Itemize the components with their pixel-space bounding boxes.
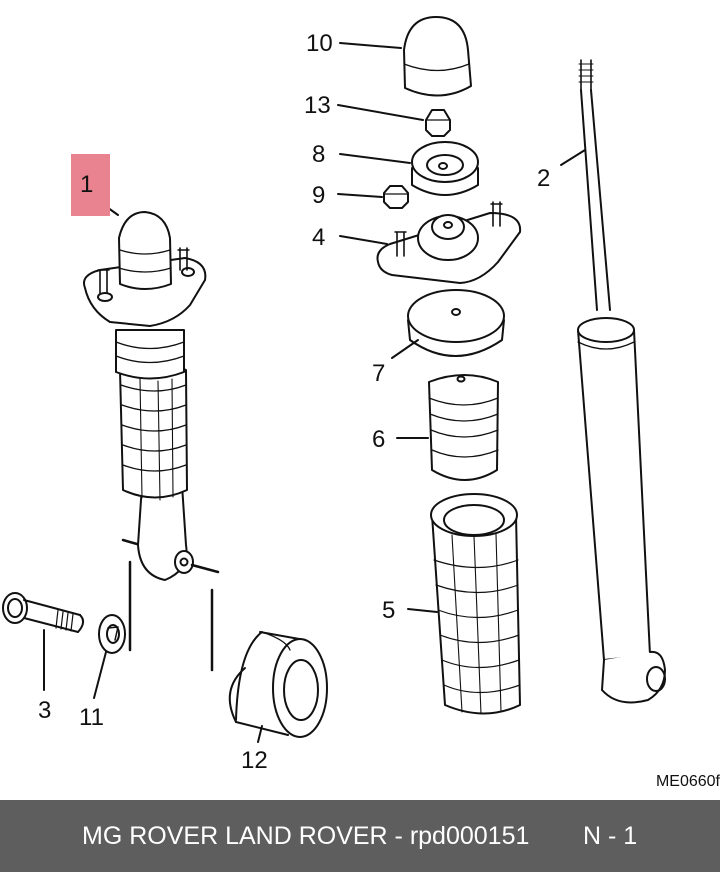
part-1-strut-assembly bbox=[83, 211, 220, 581]
part-5-dust-cover bbox=[430, 493, 521, 715]
callout-3: 3 bbox=[38, 697, 51, 724]
callout-12: 12 bbox=[241, 747, 268, 774]
part-9-nut bbox=[383, 185, 409, 209]
diagram-reference-code: ME0660f bbox=[655, 773, 720, 790]
callout-9: 9 bbox=[312, 182, 325, 209]
callout-6: 6 bbox=[372, 426, 385, 453]
exploded-parts-diagram: 1 2 3 4 5 6 7 8 9 10 11 12 13 bbox=[2, 16, 666, 774]
footer-bar: MG ROVER LAND ROVER - rpd000151 N - 1 bbox=[0, 800, 720, 872]
part-2-shock-absorber bbox=[577, 59, 666, 704]
part-3-bolt bbox=[2, 592, 84, 633]
callout-4: 4 bbox=[312, 224, 325, 251]
callout-13: 13 bbox=[304, 92, 331, 119]
callout-2: 2 bbox=[537, 165, 550, 192]
part-4-top-mount-plate bbox=[376, 201, 522, 284]
part-8-cup-washer bbox=[411, 141, 479, 196]
footer-page-number: N - 1 bbox=[583, 822, 638, 850]
callout-1: 1 bbox=[80, 171, 93, 198]
part-7-spring-seat bbox=[407, 289, 505, 357]
callout-5: 5 bbox=[382, 597, 395, 624]
leader-lines bbox=[43, 42, 586, 743]
callout-10: 10 bbox=[306, 30, 333, 57]
part-10-bump-cap bbox=[403, 16, 472, 97]
part-13-nut bbox=[425, 109, 451, 137]
part-6-bump-stop bbox=[428, 374, 499, 481]
part-11-clip-washer bbox=[98, 614, 126, 654]
callout-labels: 1 2 3 4 5 6 7 8 9 10 11 12 13 bbox=[38, 30, 550, 774]
callout-1-highlight bbox=[71, 154, 110, 216]
part-12-bush bbox=[228, 631, 328, 738]
footer-caption: MG ROVER LAND ROVER - rpd000151 bbox=[82, 822, 530, 850]
callout-11: 11 bbox=[79, 704, 104, 731]
callout-8: 8 bbox=[312, 141, 325, 168]
callout-7: 7 bbox=[372, 360, 385, 387]
